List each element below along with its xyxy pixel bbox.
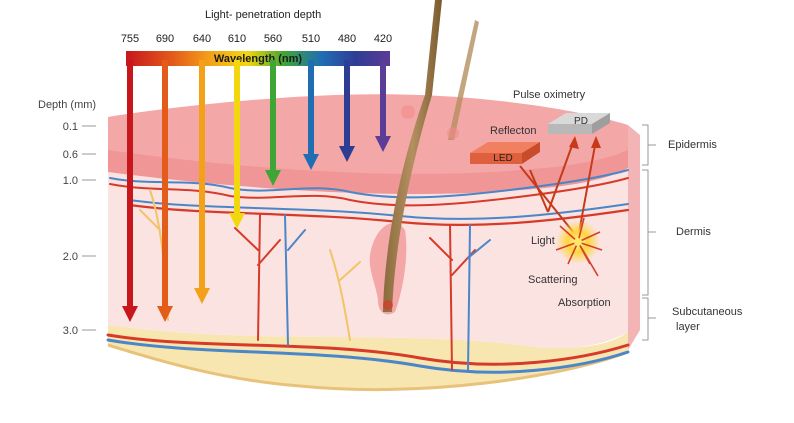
skin-side-face <box>628 125 640 350</box>
hair-follicle <box>369 0 479 315</box>
arrow-690 <box>157 60 173 322</box>
light-path-in-2 <box>529 169 549 213</box>
pulse-oximetry: Pulse oximetry PD LED Reflecton <box>470 89 611 309</box>
arrow-420 <box>375 60 391 152</box>
pore-1 <box>401 105 415 119</box>
epidermis-bracket <box>642 124 656 166</box>
arrowhead-out-2 <box>569 136 579 149</box>
label-dermis: Dermis <box>676 226 711 238</box>
layer-brackets <box>642 124 656 341</box>
wavelength-label: Wavelength (nm) <box>214 53 303 65</box>
photodetector: PD <box>548 113 610 134</box>
scattering-label: Scattering <box>528 274 578 286</box>
depth-axis-label: Depth (mm) <box>38 99 96 111</box>
capillary-loop-artery <box>109 177 629 207</box>
label-layer: layer <box>676 321 700 333</box>
wavelength-480: 480 <box>338 33 356 45</box>
wavelength-560: 560 <box>264 33 282 45</box>
arrow-560 <box>265 60 281 186</box>
dermis-bracket <box>642 169 656 296</box>
deep-vein <box>106 338 630 374</box>
depth-ticks <box>82 125 96 331</box>
wavelength-755: 755 <box>121 33 139 45</box>
pulse-oximetry-title: Pulse oximetry <box>513 89 586 101</box>
deep-artery <box>106 333 630 366</box>
light-label: Light <box>531 235 555 247</box>
label-epidermis: Epidermis <box>668 139 717 151</box>
hair-strand-2 <box>448 20 479 140</box>
branch-4 <box>467 224 491 373</box>
wavelength-690: 690 <box>156 33 174 45</box>
follicle-root <box>383 300 393 310</box>
wavelength-610: 610 <box>228 33 246 45</box>
pore-2 <box>447 127 459 139</box>
absorption-label: Absorption <box>558 297 611 309</box>
wavelength-bar <box>126 51 390 66</box>
depth-tick-1-0: 1.0 <box>63 175 78 187</box>
arrow-510 <box>303 60 319 170</box>
reflection-label: Reflecton <box>490 125 536 137</box>
led: LED <box>470 142 540 164</box>
penetration-title: Light- penetration depth <box>205 9 321 21</box>
nerve-2 <box>329 249 361 341</box>
branch-1 <box>234 214 281 341</box>
depth-tick-3-0: 3.0 <box>63 325 78 337</box>
subcutaneous-bracket <box>642 297 656 341</box>
wavelength-420: 420 <box>374 33 392 45</box>
pd-label: PD <box>574 116 588 127</box>
arrow-755 <box>122 60 138 322</box>
arrow-480 <box>339 60 355 162</box>
light-path-out-2 <box>547 139 575 213</box>
wavelength-640: 640 <box>193 33 211 45</box>
scatter-center <box>574 238 582 246</box>
label-subcutaneous: Subcutaneous <box>672 306 743 318</box>
bottom-edge <box>107 343 629 392</box>
penetration-arrows <box>122 60 391 322</box>
arrow-610 <box>229 60 245 229</box>
branch-2 <box>284 214 306 346</box>
arrow-640 <box>194 60 210 304</box>
depth-tick-0-6: 0.6 <box>63 149 78 161</box>
hair-shaft <box>383 0 442 312</box>
wavelength-values: 755 690 640 610 560 510 480 420 <box>121 33 392 45</box>
wavelength-510: 510 <box>302 33 320 45</box>
depth-tick-0-1: 0.1 <box>63 121 78 133</box>
led-label: LED <box>493 153 512 164</box>
depth-tick-2-0: 2.0 <box>63 251 78 263</box>
capillary-loop-vein <box>109 169 629 199</box>
arrowhead-out-1 <box>591 136 601 148</box>
